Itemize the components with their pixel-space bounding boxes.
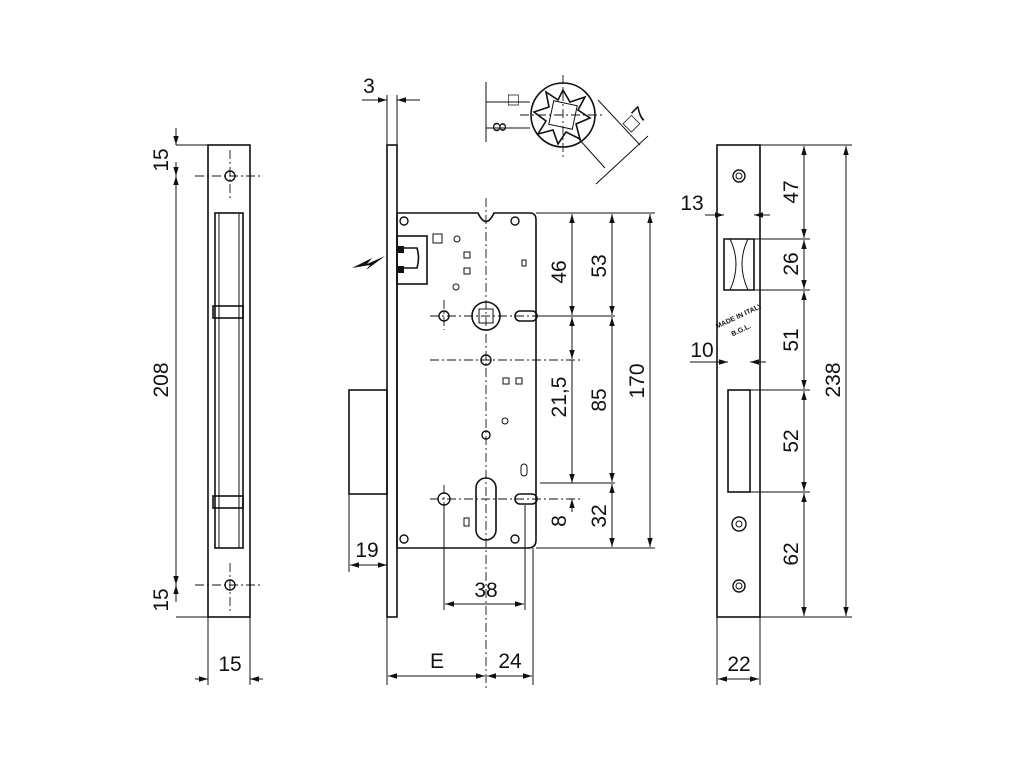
right-bottom-screw-hole [732, 579, 746, 593]
dim-latch-to-bolt: 51 [780, 328, 803, 351]
center-front-view: 3 19 38 E 24 46 21,5 8 53 [348, 75, 655, 690]
right-faceplate-view: MADE IN ITALY B.G.L. 13 10 47 26 51 52 6… [680, 144, 852, 685]
right-top-screw-hole [732, 169, 746, 183]
left-plate-outline [207, 144, 251, 618]
dim-top-to-spindle: 46 [548, 260, 571, 283]
faceplate [386, 144, 398, 618]
spindle-detail: □ 8 □7 [485, 75, 652, 185]
dim-right-total-height: 238 [822, 362, 845, 397]
dim-right-width: 22 [727, 653, 750, 676]
spindle-star-profile [532, 88, 592, 146]
case-screw-bl [399, 534, 409, 544]
right-latch-opening [723, 238, 755, 291]
euro-cylinder-hole [475, 477, 497, 541]
dim-backset-offset: 24 [498, 650, 522, 673]
dim-bolt-height: 52 [780, 429, 803, 452]
deadbolt [348, 389, 388, 495]
left-latch-section [212, 305, 244, 319]
dim-left-height: 208 [150, 362, 173, 397]
dim-latch-height: 26 [780, 252, 803, 275]
dim-bolt-projection: 19 [355, 539, 378, 562]
dim-latch-offset: 13 [680, 192, 703, 215]
right-mid-screw-hole [731, 516, 747, 532]
dim-left-top-hole: 15 [150, 148, 173, 171]
dim-spindle-to-cylinder: 85 [588, 388, 611, 411]
dim-backset-e: E [430, 650, 444, 673]
dim-cylinder-screws: 38 [474, 579, 497, 602]
right-faceplate [716, 144, 761, 618]
left-case-body [214, 212, 244, 549]
spindle-square-symbol: □ [504, 95, 524, 106]
case-screw-br [510, 534, 520, 544]
left-side-view: 15 208 15 15 [150, 128, 263, 685]
left-bolt-section [212, 495, 244, 509]
dim-small-offset: 21,5 [548, 377, 571, 418]
svg-text:MADE IN ITALY: MADE IN ITALY [715, 303, 764, 331]
dim-faceplate-thickness: 3 [363, 75, 375, 98]
right-bolt-opening [727, 389, 751, 493]
latch-bolt [396, 235, 428, 285]
dim-top-to-latch: 47 [780, 180, 803, 203]
dim-cylinder-hole: 8 [548, 515, 571, 527]
dim-spindle-to-top: 53 [588, 254, 611, 277]
electric-symbol-icon [352, 256, 385, 270]
spindle-square-size: 8 [489, 122, 509, 132]
dim-cylinder-to-bottom: 32 [588, 504, 611, 527]
spindle-square-large: □7 [619, 103, 652, 136]
case-screw-tr [510, 216, 520, 226]
dim-left-bottom-hole: 15 [150, 588, 173, 611]
dim-left-width: 15 [218, 653, 241, 676]
dim-total-case: 170 [626, 363, 649, 398]
case-screw-tl [399, 216, 409, 226]
made-in-italy-stamp: MADE IN ITALY B.G.L. [715, 303, 764, 339]
svg-text:B.G.L.: B.G.L. [731, 323, 753, 338]
dim-bolt-to-bottom: 62 [780, 542, 803, 565]
dim-bolt-offset: 10 [690, 339, 713, 362]
